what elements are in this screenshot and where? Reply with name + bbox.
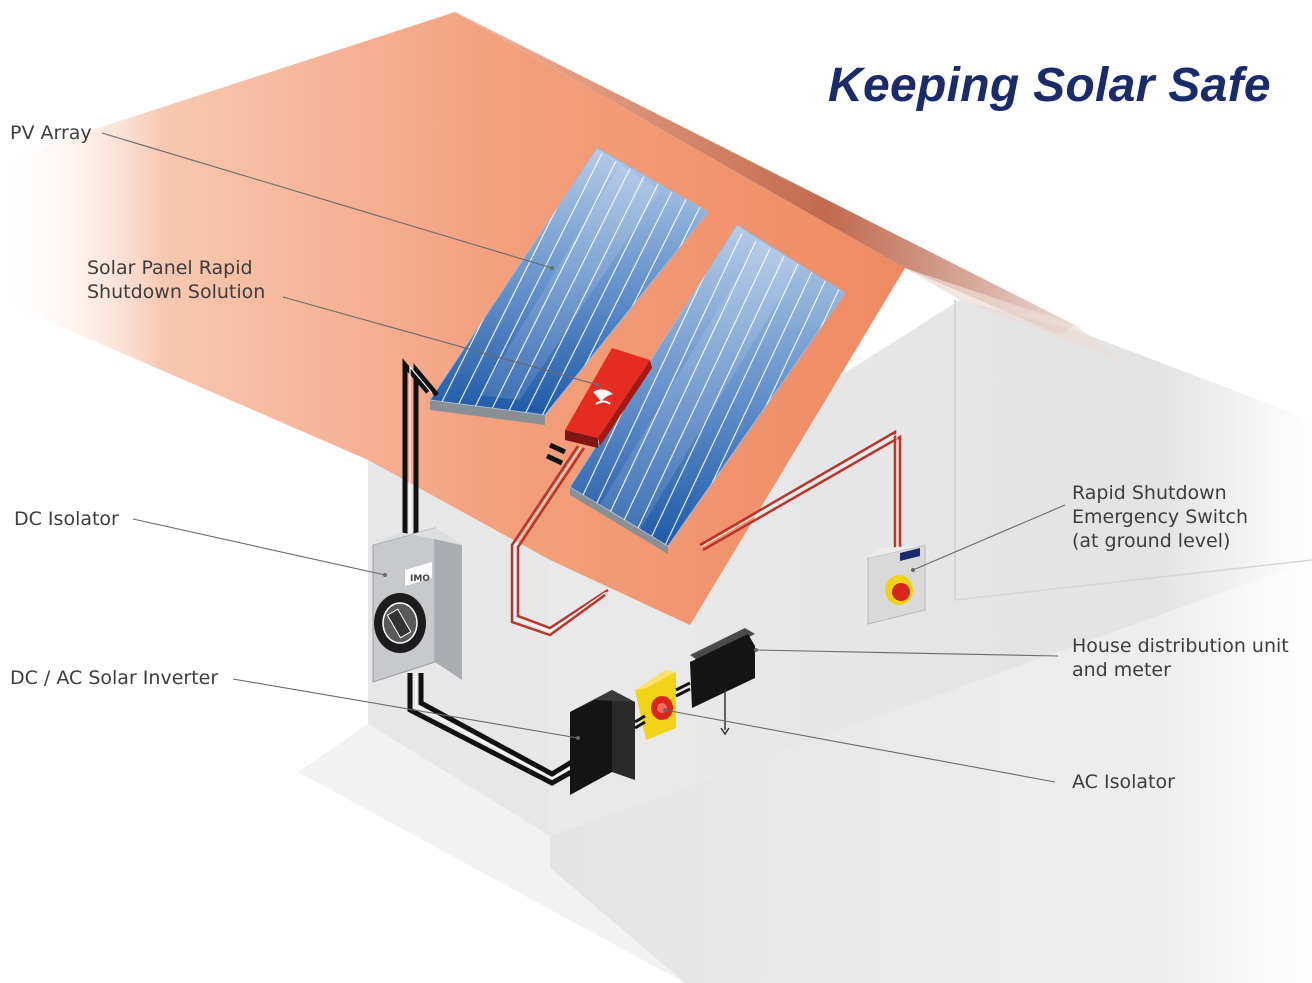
- label-dc-isolator: DC Isolator: [14, 508, 119, 530]
- ground-shadow: [298, 724, 685, 983]
- label-distribution-unit: House distribution unit and meter: [1072, 634, 1289, 682]
- distribution-unit: [690, 628, 755, 736]
- label-pv-array: PV Array: [10, 122, 92, 144]
- label-line: and meter: [1072, 659, 1171, 681]
- wall-base-line: [954, 559, 1312, 601]
- panel-cell-line: [521, 191, 673, 415]
- label-line: Shutdown Solution: [87, 281, 266, 303]
- label-inverter: DC / AC Solar Inverter: [10, 667, 219, 689]
- ground-shadow-right: [550, 560, 1312, 983]
- label-line: House distribution unit: [1072, 635, 1289, 657]
- panel-cell-line: [479, 168, 631, 415]
- rotary-handle-icon: [386, 608, 412, 639]
- panel-cell-line: [599, 248, 771, 546]
- label-ac-isolator: AC Isolator: [1072, 771, 1175, 793]
- solar-inverter: [570, 690, 635, 795]
- label-line: Solar Panel Rapid: [87, 257, 253, 279]
- control-wiring: [510, 429, 902, 637]
- panel-cell-line: [613, 255, 785, 546]
- dc-cables: [402, 358, 567, 560]
- brand-logo-icon: [593, 389, 613, 402]
- label-line: (at ground level): [1072, 530, 1231, 552]
- roof-ridge: [455, 12, 1075, 335]
- label-emergency-switch: Rapid Shutdown Emergency Switch (at grou…: [1072, 481, 1248, 553]
- panel-cell-line: [493, 175, 645, 415]
- label-line: Emergency Switch: [1072, 506, 1249, 528]
- panel-cell-line: [641, 271, 813, 546]
- ac-cables: [407, 673, 577, 786]
- panel-cell-line: [627, 263, 799, 546]
- diagram-title: Keeping Solar Safe: [828, 59, 1271, 112]
- side-wall: [550, 300, 1312, 836]
- dc-isolator: IMO: [372, 527, 462, 683]
- panel-cell-line: [507, 183, 659, 415]
- rapid-shutdown-device: [565, 348, 652, 448]
- panel-cell-line: [451, 152, 603, 415]
- label-line: Rapid Shutdown: [1072, 482, 1227, 504]
- label-rapid-shutdown-solution: Solar Panel Rapid Shutdown Solution: [87, 256, 265, 304]
- dc-isolator-brand: IMO: [410, 574, 430, 584]
- leader-lines: [101, 132, 1066, 783]
- emergency-switch: [867, 544, 930, 625]
- roof-right-slope: [905, 268, 1120, 360]
